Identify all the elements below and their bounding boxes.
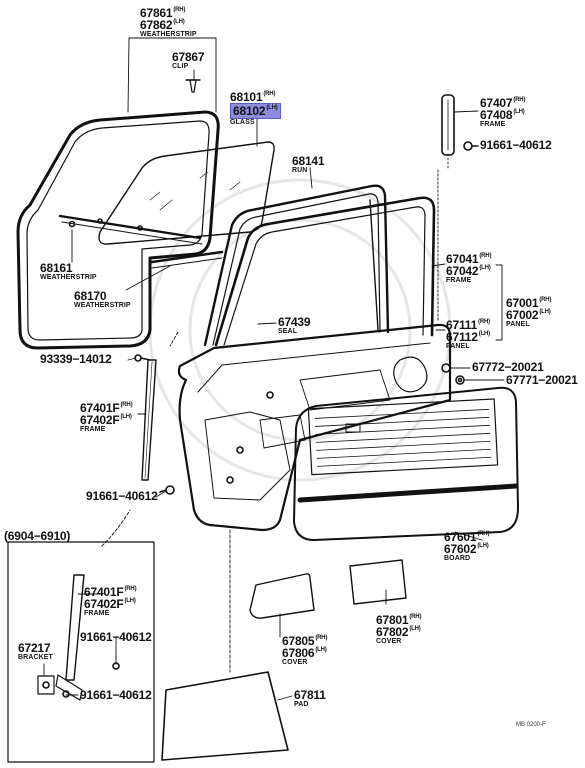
diagram-ref-code: MB 0200-F [516,722,546,728]
label-weatherstrip-mid: 68161 WEATHERSTRIP [40,261,97,281]
label-seal: 67439 SEAL [278,315,311,335]
weatherstrip-68170-part [150,250,224,269]
label-panel-main: 67001(RH) 67002(LH) PANEL [506,296,552,328]
label-run: 68141 RUN [292,154,325,174]
label-glass: 68101(RH) 68102(LH) GLASS [230,91,281,126]
cover-b-part [349,559,407,605]
label-weatherstrip-top: 67861(RH) 67862(LH) WEATHERSTRIP [140,6,197,38]
rear-frame-part [141,359,157,481]
label-bracket: 67217 BRACKET [18,641,53,661]
label-cover-a: 67805(RH) 67806(LH) COVER [282,634,328,666]
weatherstrip-outer-part [16,110,220,350]
door-board-part [293,386,519,541]
label-frame-mid: 67041(RH) 67042(LH) FRAME [446,252,492,284]
label-panel-sub: 67111(RH) 67112(LH) PANEL [446,318,490,350]
glass-hatch [149,171,241,211]
label-clip-b: 67771−20021 [506,373,578,387]
label-clip: 67867 CLIP [172,50,205,70]
label-frame-rear: 67401F(RH) 67402F(LH) FRAME [80,401,133,433]
label-inset-bolt1: 91661−40612 [80,630,152,644]
label-inset-range: (6904−6910) [4,529,71,543]
inset-bracket-part [37,675,55,695]
inset-frame-part [55,574,85,701]
label-pad: 67811 PAD [294,688,326,708]
label-cover-b: 67801(RH) 67802(LH) COVER [376,613,422,645]
label-inset-bolt2: 91661−40612 [80,688,152,702]
label-clip-a: 67772−20021 [472,360,544,374]
label-weatherstrip-low: 68170 WEATHERSTRIP [74,289,131,309]
glass-part [98,141,275,245]
cover-a-part [249,573,315,619]
run-part [203,184,390,347]
weatherstrip-68161-part [58,214,203,245]
label-bolt-top: 91661−40612 [480,138,552,152]
label-frame-top: 67407(RH) 67408(LH) FRAME [480,96,526,128]
bolt-low-part [159,485,175,495]
door-panel-part [177,323,452,532]
leader-lines [43,37,505,701]
clip-b-part [455,375,465,385]
label-bolt-low: 91661−40612 [86,489,158,503]
label-inset-frame: 67401F(RH) 67402F(LH) FRAME [84,585,137,617]
upper-frame-part [441,94,455,171]
label-board: 67601(RH) 67602(LH) BOARD [444,530,490,562]
door-frame-part [214,196,436,347]
label-screw: 93339−14012 [40,352,112,366]
clip-part [185,79,201,93]
pad-part [161,671,289,761]
